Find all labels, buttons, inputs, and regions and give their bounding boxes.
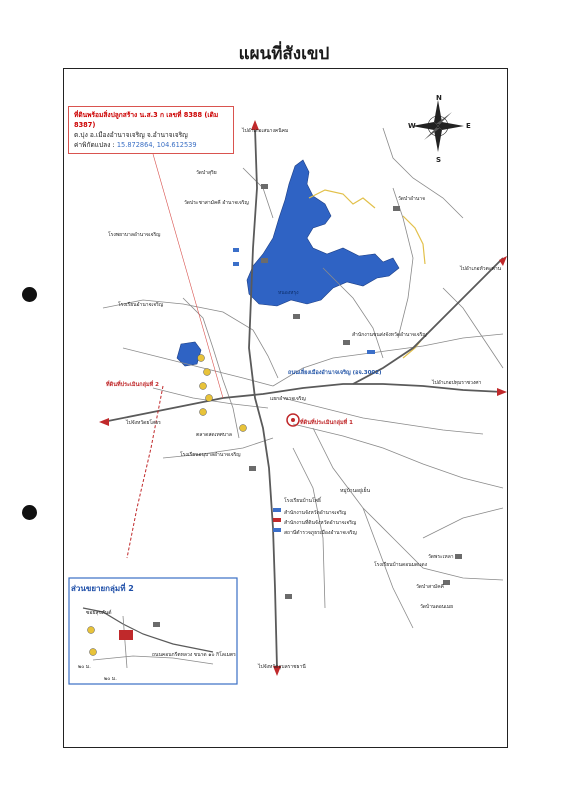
label-school-3: โรงเรียนบ้านโพธิ์ (284, 498, 321, 504)
label-junction: แยกอำนาจเจริญ (270, 396, 306, 402)
inset-label-b: ถนนคอนกรีตหลวง ขนาด ๑๐ กิโลเมตร (152, 652, 236, 658)
map-frame (63, 68, 508, 748)
label-east-road: ไปอำเภอปทุมราชวงศา (432, 380, 482, 386)
inset-dist-a: ๒๐ ม. (78, 664, 91, 670)
label-temple-4: วัดบ้านดอนเมย (420, 604, 454, 610)
label-market: ตลาดสดเทศบาล (196, 432, 232, 438)
inset-map[interactable] (68, 577, 238, 685)
parcel-title: ที่ดินพร้อมสิ่งปลูกสร้าง น.ส.3 ก เลขที่ … (74, 111, 219, 129)
info-pointer (152, 153, 224, 399)
label-temple-2: วัดประชาสามัคคี อำนาจเจริญ (184, 200, 249, 206)
label-school-4: โรงเรียนบ้านดอนมดแดง (374, 562, 428, 568)
punch-hole-bottom (22, 505, 37, 520)
highways (102, 127, 504, 669)
label-ring-road: ถนนเลี่ยงเมืองอำนาจเจริญ (อจ.3002) (288, 370, 382, 376)
label-subject-2: ที่ดินที่ประเมินกลุ่มที่ 2 (106, 382, 159, 388)
coord-value: 15.872864, 104.612539 (116, 141, 197, 149)
label-office-3: สถานีตำรวจภูธรเมืองอำนาจเจริญ (284, 530, 357, 536)
label-temple-6: วัดพระเหลา (428, 554, 454, 560)
label-north-road: ไปอำเภอเสนางคนิคม (242, 128, 289, 134)
yellow-road-2 (402, 215, 426, 265)
label-school-1: โรงเรียนอำนาจเจริญ (118, 302, 164, 308)
page-title: แผนที่สังเขป (238, 44, 330, 64)
compass-east: E (466, 122, 471, 130)
label-office-4: สำนักงานขนส่งจังหวัดอำนาจเจริญ (352, 332, 427, 338)
label-east-road-b: ไปอำเภอหัวตะพาน (460, 266, 502, 272)
punch-hole-top (22, 287, 37, 302)
compass-west: W (408, 122, 416, 130)
landmark-icons (197, 184, 462, 599)
yellow-road-1 (308, 189, 376, 209)
parcel-info-box: ที่ดินพร้อมสิ่งปลูกสร้าง น.ส.3 ก เลขที่ … (68, 106, 234, 154)
label-school-2: โรงเรียนอนุบาลอำนาจเจริญ (180, 452, 241, 458)
subject-parcel-marker[interactable] (286, 413, 300, 427)
coord-label: ค่าพิกัดแปลง : (74, 141, 115, 149)
label-hospital: โรงพยาบาลอำนาจเจริญ (108, 232, 161, 238)
label-office-2: สำนักงานที่ดินจังหวัดอำนาจเจริญ (284, 520, 357, 526)
lake-shape (246, 159, 400, 307)
inset-dist-b: ๒๐ ม. (104, 676, 117, 682)
compass-icon (412, 100, 464, 152)
label-west-road: ไปจังหวัดยโสธร (126, 420, 161, 426)
label-village-1: หมู่บ้านอยู่เย็น (340, 488, 370, 494)
direction-arrows (99, 120, 507, 676)
label-subject-1: ที่ดินที่ประเมินกลุ่มที่ 1 (300, 420, 353, 426)
inset-title: ส่วนขยายกลุ่มที่ 2 (71, 584, 134, 593)
label-lake: หนองหรุง (278, 290, 299, 296)
inset-label-a: ซอยสุขสันต์ (86, 610, 112, 616)
parcel-coordinates: ค่าพิกัดแปลง : 15.872864, 104.612539 (74, 140, 228, 150)
label-temple-1: วัดป่าสุริย (196, 170, 217, 176)
label-office-1: สำนักงานจังหวัดอำนาจเจริญ (284, 510, 347, 516)
parcel-location: ต.บุ่ง อ.เมืองอำนาจเจริญ จ.อำนาจเจริญ (74, 131, 188, 139)
map-canvas[interactable] (63, 68, 508, 748)
compass-south: S (436, 156, 442, 164)
label-south-road: ไปจังหวัดอุบลราชธานี (258, 664, 306, 670)
inset-connector (126, 385, 164, 559)
compass-north: N (436, 94, 442, 102)
label-temple-5: วัดป่าอำนาจ (398, 196, 426, 202)
label-temple-3: วัดป่าสามัคคี (416, 584, 444, 590)
lake-shape-small (176, 341, 202, 367)
